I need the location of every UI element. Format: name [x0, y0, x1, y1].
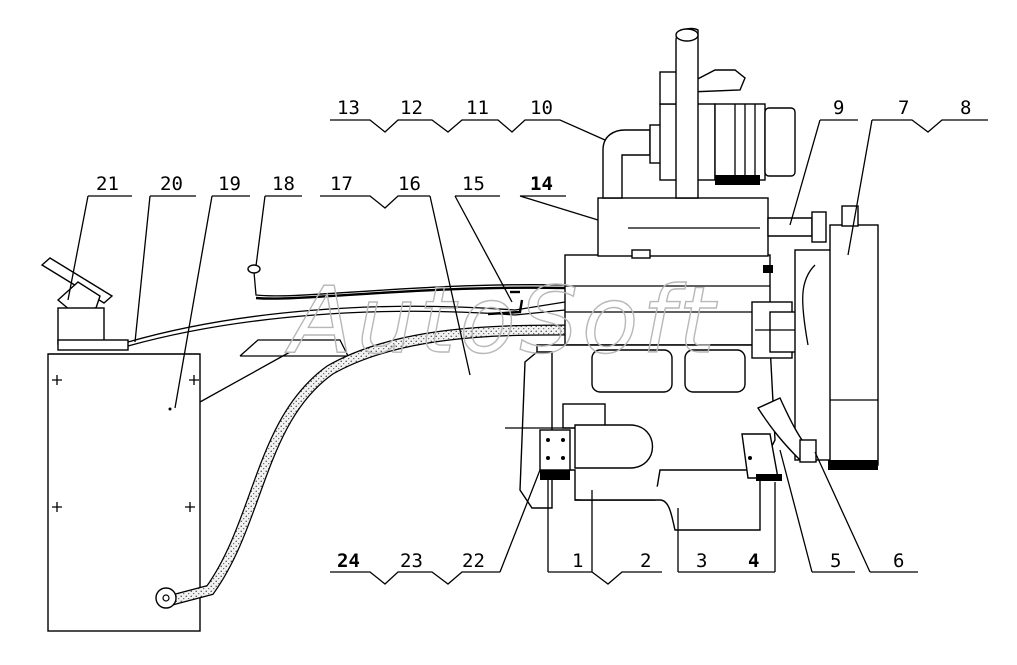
radiator	[763, 205, 879, 470]
callout-numbers-bottom: 24 23 22 1 2 3 4 5 6	[337, 550, 904, 572]
exhaust-pipe	[675, 27, 699, 199]
callout-14: 14	[530, 173, 553, 195]
callout-23: 23	[400, 550, 423, 572]
watermark: AutoSoft	[285, 267, 719, 374]
callout-18: 18	[272, 173, 295, 195]
throttle-cable	[127, 301, 566, 347]
lower-hose	[756, 397, 817, 463]
engine-block	[505, 254, 820, 531]
callout-10: 10	[530, 97, 553, 119]
accelerator-pedal	[40, 257, 129, 351]
callout-24: 24	[337, 550, 360, 572]
callout-4: 4	[748, 550, 759, 572]
callout-13: 13	[337, 97, 360, 119]
callout-1: 1	[572, 550, 583, 572]
callout-7: 7	[898, 97, 909, 119]
callout-16: 16	[398, 173, 421, 195]
callout-9: 9	[833, 97, 844, 119]
callout-15: 15	[462, 173, 485, 195]
floor-bracket	[199, 339, 350, 403]
callout-5: 5	[830, 550, 841, 572]
fuel-supply-hose	[155, 324, 571, 609]
callout-17: 17	[330, 173, 353, 195]
callout-numbers-top: 13 12 11 10 9 7 8	[337, 97, 971, 119]
coolant-pipe	[767, 211, 827, 243]
fuel-tank	[47, 353, 201, 632]
callout-leaders	[67, 119, 988, 585]
air-cleaner	[602, 69, 796, 199]
callout-20: 20	[160, 173, 183, 195]
fuel-return-fitting	[487, 290, 524, 316]
intake-manifold	[597, 197, 769, 259]
callout-2: 2	[640, 550, 651, 572]
callout-numbers-mid: 21 20 19 18 17 16 15 14	[96, 173, 553, 195]
callout-11: 11	[466, 97, 489, 119]
callout-3: 3	[696, 550, 707, 572]
callout-21: 21	[96, 173, 119, 195]
callout-19: 19	[218, 173, 241, 195]
stop-cable	[247, 264, 566, 300]
callout-12: 12	[400, 97, 423, 119]
callout-6: 6	[893, 550, 904, 572]
callout-8: 8	[960, 97, 971, 119]
tank-bolt-marks	[52, 375, 199, 512]
callout-22: 22	[462, 550, 485, 572]
